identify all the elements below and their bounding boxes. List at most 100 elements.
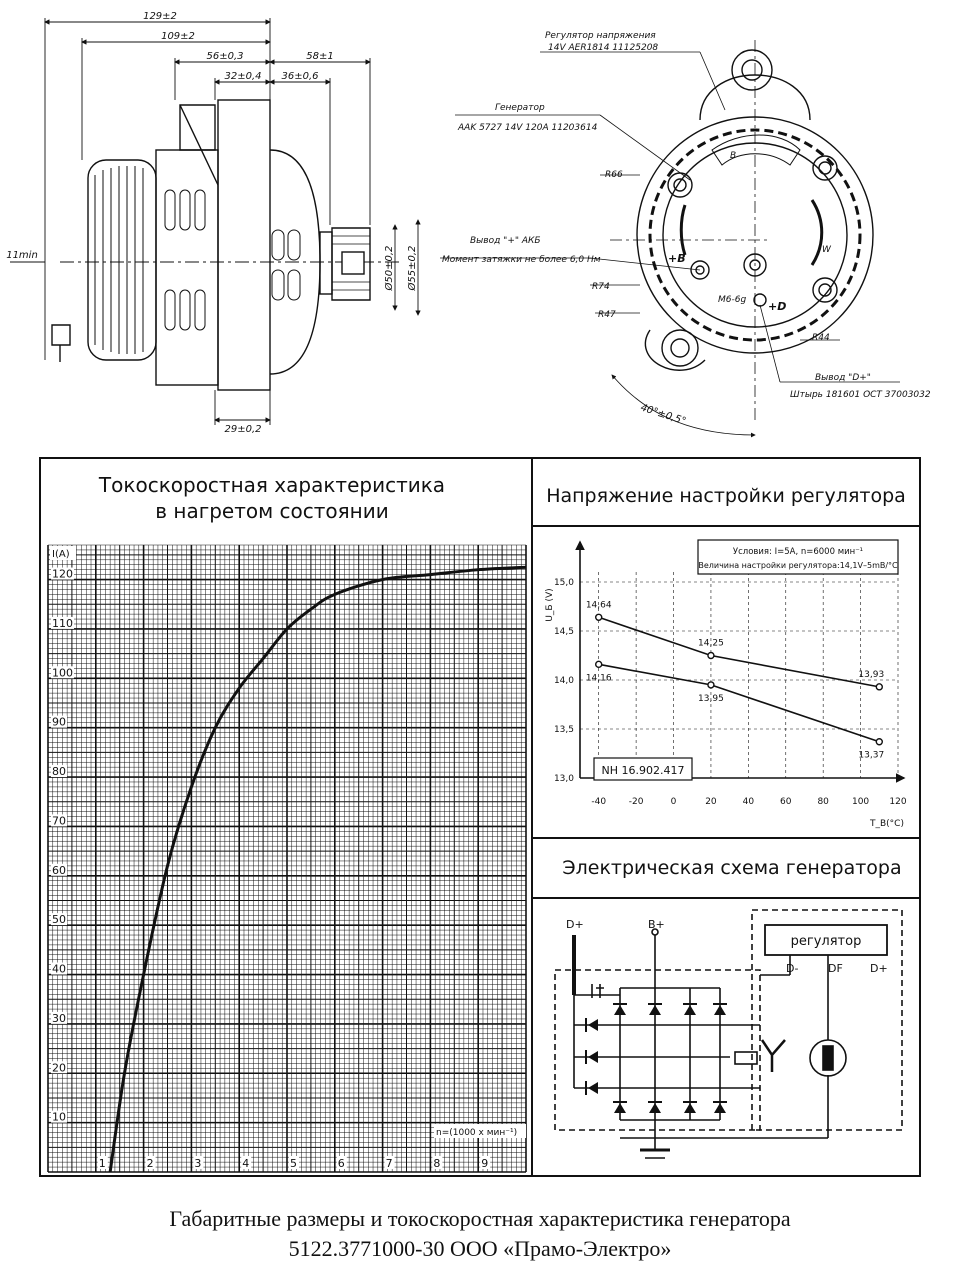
- panel-frames: [39, 457, 921, 1177]
- circuit-d-plus-reg: D+: [870, 962, 888, 975]
- side-view-drawing: [10, 18, 421, 425]
- tick-bg: [289, 1156, 299, 1169]
- voltage-point: [875, 738, 883, 746]
- front-view-drawing: [440, 40, 900, 438]
- x-tick-label: 120: [889, 797, 906, 807]
- voltage-x-label: T_B(°C): [869, 819, 904, 829]
- tick-bg: [97, 1156, 108, 1169]
- tick-bg: [480, 1156, 491, 1169]
- dim-11min: 11min: [6, 250, 38, 261]
- y-tick-label: 110: [52, 617, 73, 630]
- tick-bg: [51, 567, 74, 580]
- terminal-d-callout: Вывод "D+": [815, 373, 871, 383]
- tick-bg: [51, 666, 74, 679]
- dim-36: 36±0,6: [281, 71, 318, 82]
- tick-bg: [51, 1061, 67, 1074]
- circuit-df: DF: [828, 962, 843, 975]
- tick-bg: [432, 1156, 443, 1169]
- current-x-unit: n=(1000 x мин⁻¹): [436, 1128, 517, 1138]
- b-label: B: [730, 151, 736, 161]
- x-tick-label: 7: [386, 1157, 393, 1170]
- y-tick-label: 120: [52, 568, 73, 581]
- m6-label: M6-6g: [718, 295, 746, 305]
- y-tick-label: 80: [52, 765, 66, 778]
- diode-icon: [684, 1005, 696, 1015]
- x-tick-label: 60: [780, 797, 792, 807]
- dim-129: 129±2: [143, 11, 177, 22]
- y-tick-label: 70: [52, 814, 66, 827]
- tick-bg: [145, 1156, 156, 1169]
- diode-icon: [684, 1103, 696, 1113]
- tick-bg: [51, 814, 67, 827]
- tick-bg: [336, 1156, 347, 1169]
- x-tick-label: 4: [242, 1157, 249, 1170]
- r44-label: R44: [812, 333, 830, 343]
- diode-icon: [588, 1051, 598, 1063]
- diode-icon: [714, 1103, 726, 1113]
- dim-d55: Ø55±0,2: [406, 246, 418, 292]
- voltage-chart-grid: [575, 540, 906, 783]
- dim-58: 58±1: [306, 51, 333, 62]
- tick-bg: [51, 1011, 67, 1024]
- voltage-series-line: [598, 616, 880, 688]
- x-tick-label: -40: [591, 797, 606, 807]
- x-tick-label: 6: [338, 1157, 345, 1170]
- tick-bg: [51, 913, 67, 926]
- voltage-y-label: U_Б (V): [545, 588, 555, 621]
- diode-icon: [614, 1005, 626, 1015]
- y-tick-label: 30: [52, 1012, 66, 1025]
- dim-109: 109±2: [161, 31, 195, 42]
- y-tick-label: 14,5: [554, 627, 574, 637]
- tick-bg: [384, 1156, 395, 1169]
- generator-callout-code: AAK 5727 14V 120A 11203614: [457, 123, 598, 133]
- voltage-series-line: [598, 663, 880, 743]
- voltage-stamp: NH 16.902.417: [602, 764, 685, 777]
- front-view-callouts: Регулятор напряжения 14V AER1814 1112520…: [442, 31, 931, 427]
- circuit-d-minus: D-: [786, 962, 798, 975]
- diode-icon: [614, 1103, 626, 1113]
- y-tick-label: 14,0: [554, 676, 574, 686]
- x-tick-label: 40: [743, 797, 755, 807]
- y-tick-label: 13,0: [554, 774, 574, 784]
- y-tick-label: 15,0: [554, 578, 574, 588]
- x-tick-label: 1: [99, 1157, 106, 1170]
- y-tick-label: 100: [52, 666, 73, 679]
- x-tick-label: 9: [481, 1157, 488, 1170]
- x-tick-label: -20: [629, 797, 644, 807]
- x-tick-label: 3: [194, 1157, 201, 1170]
- current-chart-title-1: Токоскоростная характеристика: [98, 473, 445, 497]
- tick-bg: [241, 1156, 252, 1169]
- y-tick-label: 50: [52, 913, 66, 926]
- y-tick-label: 60: [52, 864, 66, 877]
- voltage-point: [875, 683, 883, 691]
- rectifier-diodes: [585, 1003, 727, 1113]
- voltage-condition-2: Величина настройки регулятора:14,1V–5mB/…: [698, 561, 898, 570]
- voltage-point-label: 13,95: [698, 694, 724, 704]
- y-tick-label: 40: [52, 963, 66, 976]
- pin-callout: Штырь 181601 ОСТ 37003032: [790, 390, 931, 400]
- circuit-regulator-label: регулятор: [791, 934, 862, 949]
- voltage-condition-1: Условия: I=5A, n=6000 мин⁻¹: [733, 547, 863, 557]
- tick-bg: [51, 863, 67, 876]
- diode-icon: [588, 1019, 598, 1031]
- caption-line-2: 5122.3771000-30 ООО «Прамо-Электро»: [288, 1236, 672, 1261]
- y-tick-label: 90: [52, 716, 66, 729]
- dim-29: 29±0,2: [224, 424, 261, 435]
- side-view-dimension-labels: 129±2 109±2 56±0,3 58±1 32±0,4 36±0,6 29…: [6, 11, 418, 435]
- regulator-callout-title: Регулятор напряжения: [545, 31, 656, 41]
- b-plus-mark: +B: [668, 252, 686, 265]
- r66-label: R66: [605, 170, 623, 180]
- tick-bg: [51, 616, 74, 629]
- voltage-point: [707, 651, 715, 660]
- tick-bg: [51, 765, 67, 778]
- y-tick-label: 10: [52, 1111, 66, 1124]
- current-chart-grid: [47, 544, 527, 1173]
- torque-callout: Момент затяжки не более 6,0 Нм: [442, 255, 601, 265]
- circuit-b-plus-terminal: B+: [648, 918, 665, 931]
- current-y-unit: I(A): [52, 549, 70, 560]
